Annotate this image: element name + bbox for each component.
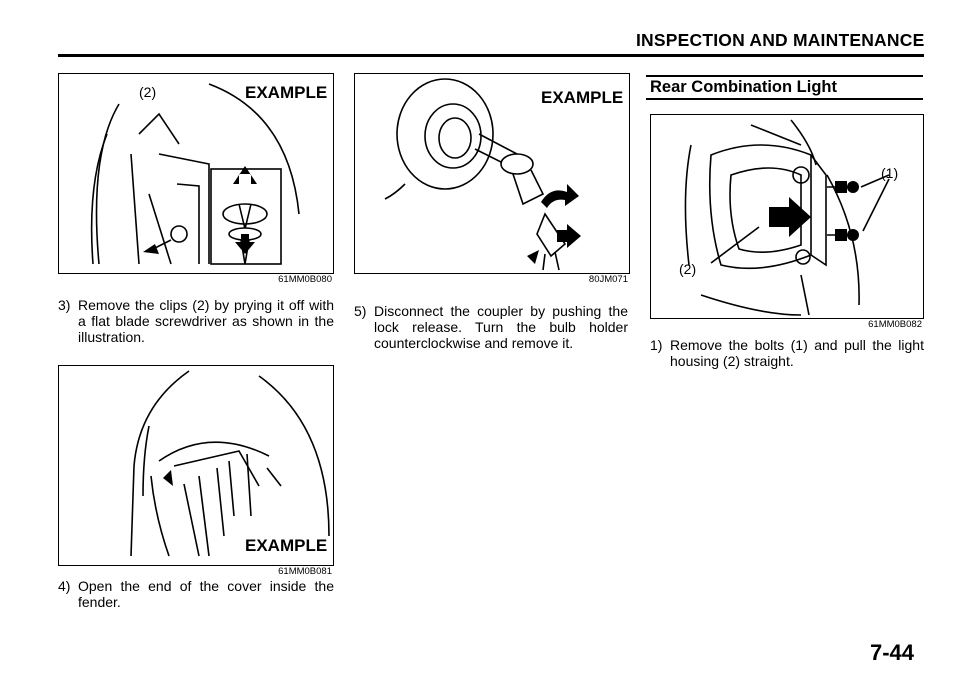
- step-text: Remove the bolts (1) and pull the light …: [670, 337, 924, 369]
- fender-cover-illustration: [130, 370, 330, 557]
- figure-bulb-holder: EXAMPLE: [354, 73, 630, 274]
- figure-callout-bolts: (1): [881, 165, 899, 181]
- rear-light-illustration: [684, 119, 890, 316]
- figure-rear-combination-light: (1) (2): [650, 114, 924, 319]
- step-number: 4): [58, 578, 71, 594]
- figure-fender-cover: EXAMPLE: [58, 365, 334, 566]
- step-text: Open the end of the cover inside the fen…: [78, 578, 334, 610]
- figure-code: 61MM0B082: [868, 319, 922, 330]
- figure-callout-housing: (2): [679, 261, 697, 277]
- section-title: Rear Combination Light: [650, 78, 837, 96]
- figure-code: 80JM071: [588, 274, 628, 285]
- figure-clip-removal: EXAMPLE (2): [58, 73, 334, 274]
- step-text: Remove the clips (2) by prying it off wi…: [78, 297, 334, 345]
- clip-removal-illustration: [90, 83, 300, 265]
- step-number: 1): [650, 337, 663, 353]
- page-header-title: INSPECTION AND MAINTENANCE: [636, 30, 925, 50]
- header-rule: [58, 54, 924, 57]
- figure-example-label: EXAMPLE: [541, 88, 624, 107]
- step-instruction: 1) Remove the bolts (1) and pull the lig…: [650, 337, 924, 369]
- section-rule-top: [646, 75, 923, 77]
- page-number: 7-44: [870, 640, 915, 665]
- step-number: 5): [354, 303, 367, 319]
- figure-callout-clip: (2): [139, 84, 157, 100]
- step-instruction: 4) Open the end of the cover inside the …: [58, 578, 334, 610]
- figure-example-label: EXAMPLE: [245, 83, 328, 102]
- step-text: Disconnect the coupler by pushing the lo…: [374, 303, 628, 351]
- section-rule-bottom: [646, 98, 923, 100]
- step-instruction: 5) Disconnect the coupler by pushing the…: [354, 303, 628, 351]
- figure-code: 61MM0B080: [278, 274, 332, 285]
- figure-example-label: EXAMPLE: [245, 536, 328, 555]
- step-instruction: 3) Remove the clips (2) by prying it off…: [58, 297, 334, 345]
- figure-code: 61MM0B081: [278, 566, 332, 577]
- step-number: 3): [58, 297, 71, 313]
- bulb-holder-illustration: [384, 78, 581, 271]
